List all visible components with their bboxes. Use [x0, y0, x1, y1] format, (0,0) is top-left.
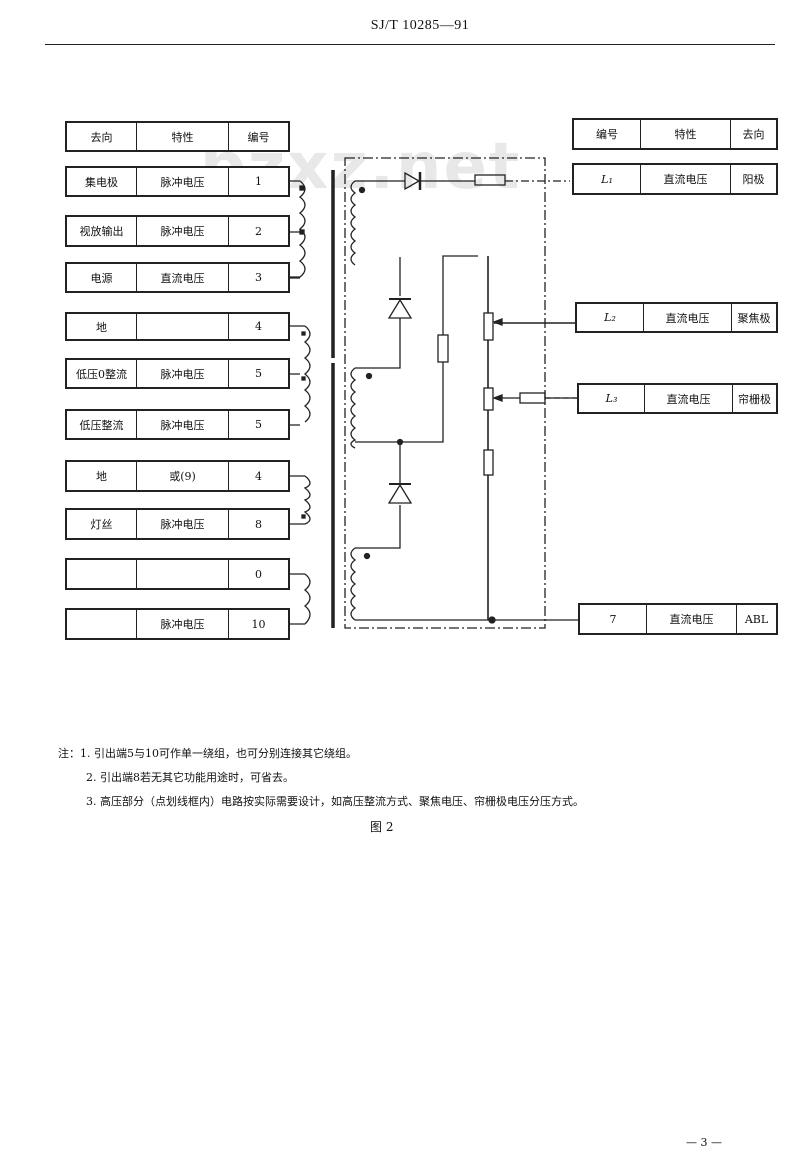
cell-characteristic: 直流电压: [645, 385, 733, 412]
cell-destination: [67, 560, 137, 588]
hv-coil-2: [350, 255, 478, 549]
table-row: 低压0整流脉冲电压 5: [65, 358, 290, 389]
cell-destination: 地: [67, 462, 137, 490]
header-characteristic: 特性: [137, 123, 229, 150]
note-2: 2. 引出端8若无其它功能用途时，可省去。: [86, 771, 294, 784]
note-1: 注：1. 引出端5与10可作单一绕组，也可分别连接其它绕组。: [58, 747, 357, 760]
diode-anode: [404, 171, 421, 191]
left-table-header: 去向 特性 编号: [65, 121, 290, 152]
cell-number: 5: [255, 418, 262, 431]
cell-characteristic: 脉冲电压: [137, 411, 229, 438]
cell-destination: 灯丝: [67, 510, 137, 538]
header-number: 编号: [247, 130, 270, 144]
cell-destination: 集电极: [67, 168, 137, 195]
header-rule: [45, 44, 775, 45]
cell-characteristic: 直流电压: [644, 304, 732, 331]
cell-number: 1: [255, 175, 262, 188]
cell-characteristic: 直流电压: [647, 605, 737, 633]
cell-characteristic: 或(9): [137, 462, 229, 490]
page-number: — 3 —: [686, 1136, 722, 1149]
cell-characteristic: 脉冲电压: [137, 360, 229, 387]
table-row: 地或(9) 4: [65, 460, 290, 492]
cell-number: 7: [580, 605, 647, 633]
document-number: SJ/T 10285—91: [370, 18, 470, 33]
table-row: 脉冲电压 10: [65, 608, 290, 640]
cell-number: 10: [251, 617, 266, 631]
header-characteristic: 特性: [641, 120, 731, 148]
voltage-divider: [483, 256, 578, 624]
header-destination: 去向: [67, 123, 137, 150]
cell-characteristic: [137, 314, 229, 339]
cell-number: 5: [255, 367, 262, 380]
cell-destination: [67, 610, 137, 638]
cell-number: 4: [255, 320, 262, 333]
cell-number: 8: [255, 517, 262, 531]
cell-characteristic: 直流电压: [137, 264, 229, 291]
hv-coil-1: [350, 171, 570, 266]
table-row: 灯丝脉冲电压 8: [65, 508, 290, 540]
cell-characteristic: 脉冲电压: [137, 510, 229, 538]
primary-coil-2: [290, 325, 311, 426]
note-3: 3. 高压部分（点划线框内）电路按实际需要设计，如高压整流方式、聚焦电压、帘栅极…: [86, 795, 584, 808]
figure-caption: 图 2: [370, 820, 394, 834]
hv-coil-3: [350, 547, 578, 621]
cell-characteristic: [137, 560, 229, 588]
cell-characteristic: 脉冲电压: [137, 610, 229, 638]
cell-destination: 低压0整流: [67, 360, 137, 387]
table-row: 集电极脉冲电压 1: [65, 166, 290, 197]
cell-number: 0: [255, 567, 262, 581]
cell-characteristic: 脉冲电压: [137, 168, 229, 195]
high-voltage-boundary: [344, 157, 546, 629]
table-row: 电源直流电压 3: [65, 262, 290, 293]
heater-coil: [290, 475, 311, 525]
circuit-diagram: [290, 157, 578, 629]
primary-coil-1: [290, 180, 306, 279]
cell-destination: 低压整流: [67, 411, 137, 438]
header-destination: 去向: [742, 128, 765, 141]
cell-number: L₂: [577, 304, 644, 331]
cell-destination: 阳极: [742, 173, 765, 186]
cell-number: 3: [255, 271, 262, 284]
coil-9-10: [290, 573, 311, 625]
cell-destination: 视放输出: [67, 217, 137, 245]
cell-destination: ABL: [744, 612, 769, 626]
table-row: 0: [65, 558, 290, 590]
cell-destination: 帘栅极: [738, 392, 771, 406]
cell-number: L₁: [574, 165, 641, 193]
cell-number: L₃: [579, 385, 645, 412]
cell-number: 4: [255, 469, 262, 483]
table-row: 低压整流脉冲电压 5: [65, 409, 290, 440]
right-table-header: 编号 特性 去向: [572, 118, 778, 150]
cell-destination: 地: [67, 314, 137, 339]
header-number: 编号: [574, 120, 641, 148]
table-row: 视放输出脉冲电压 2: [65, 215, 290, 247]
cell-characteristic: 直流电压: [641, 165, 731, 193]
cell-number: 2: [255, 224, 262, 238]
cell-destination: 电源: [67, 264, 137, 291]
cell-characteristic: 脉冲电压: [137, 217, 229, 245]
cell-destination: 聚焦极: [737, 311, 771, 325]
